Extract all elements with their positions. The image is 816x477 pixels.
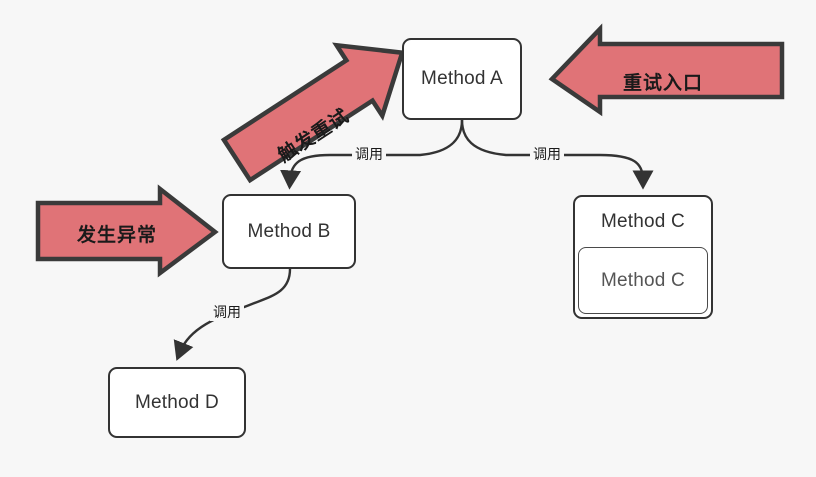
- callout-arrow-exception-occurred: [35, 184, 219, 278]
- node-method-d[interactable]: Method D: [108, 367, 246, 438]
- node-method-d-label: Method D: [135, 391, 219, 413]
- node-method-b[interactable]: Method B: [222, 194, 356, 269]
- node-method-b-label: Method B: [247, 220, 331, 242]
- edge-a-to-c: [460, 118, 654, 190]
- node-method-a-label: Method A: [421, 68, 503, 89]
- callout-arrow-trigger-retry: [220, 42, 406, 184]
- edge-label-b-to-d: 调用: [210, 303, 244, 322]
- edge-label-a-to-b: 调用: [352, 145, 386, 164]
- node-method-c-inner[interactable]: Method C: [578, 247, 708, 314]
- node-method-c-title: Method C: [601, 211, 685, 232]
- callout-label-retry-entry: 重试入口: [623, 73, 704, 94]
- edge-b-to-d: [173, 267, 292, 361]
- node-method-c-inner-label: Method C: [601, 269, 685, 291]
- edge-label-a-to-c: 调用: [530, 145, 564, 164]
- node-method-a[interactable]: Method A: [402, 38, 522, 120]
- callout-arrow-retry-entry: [548, 23, 785, 117]
- callout-label-exception-occurred: 发生异常: [77, 225, 158, 246]
- edge-a-to-b: [280, 118, 464, 190]
- node-method-c[interactable]: Method C Method C: [573, 195, 713, 319]
